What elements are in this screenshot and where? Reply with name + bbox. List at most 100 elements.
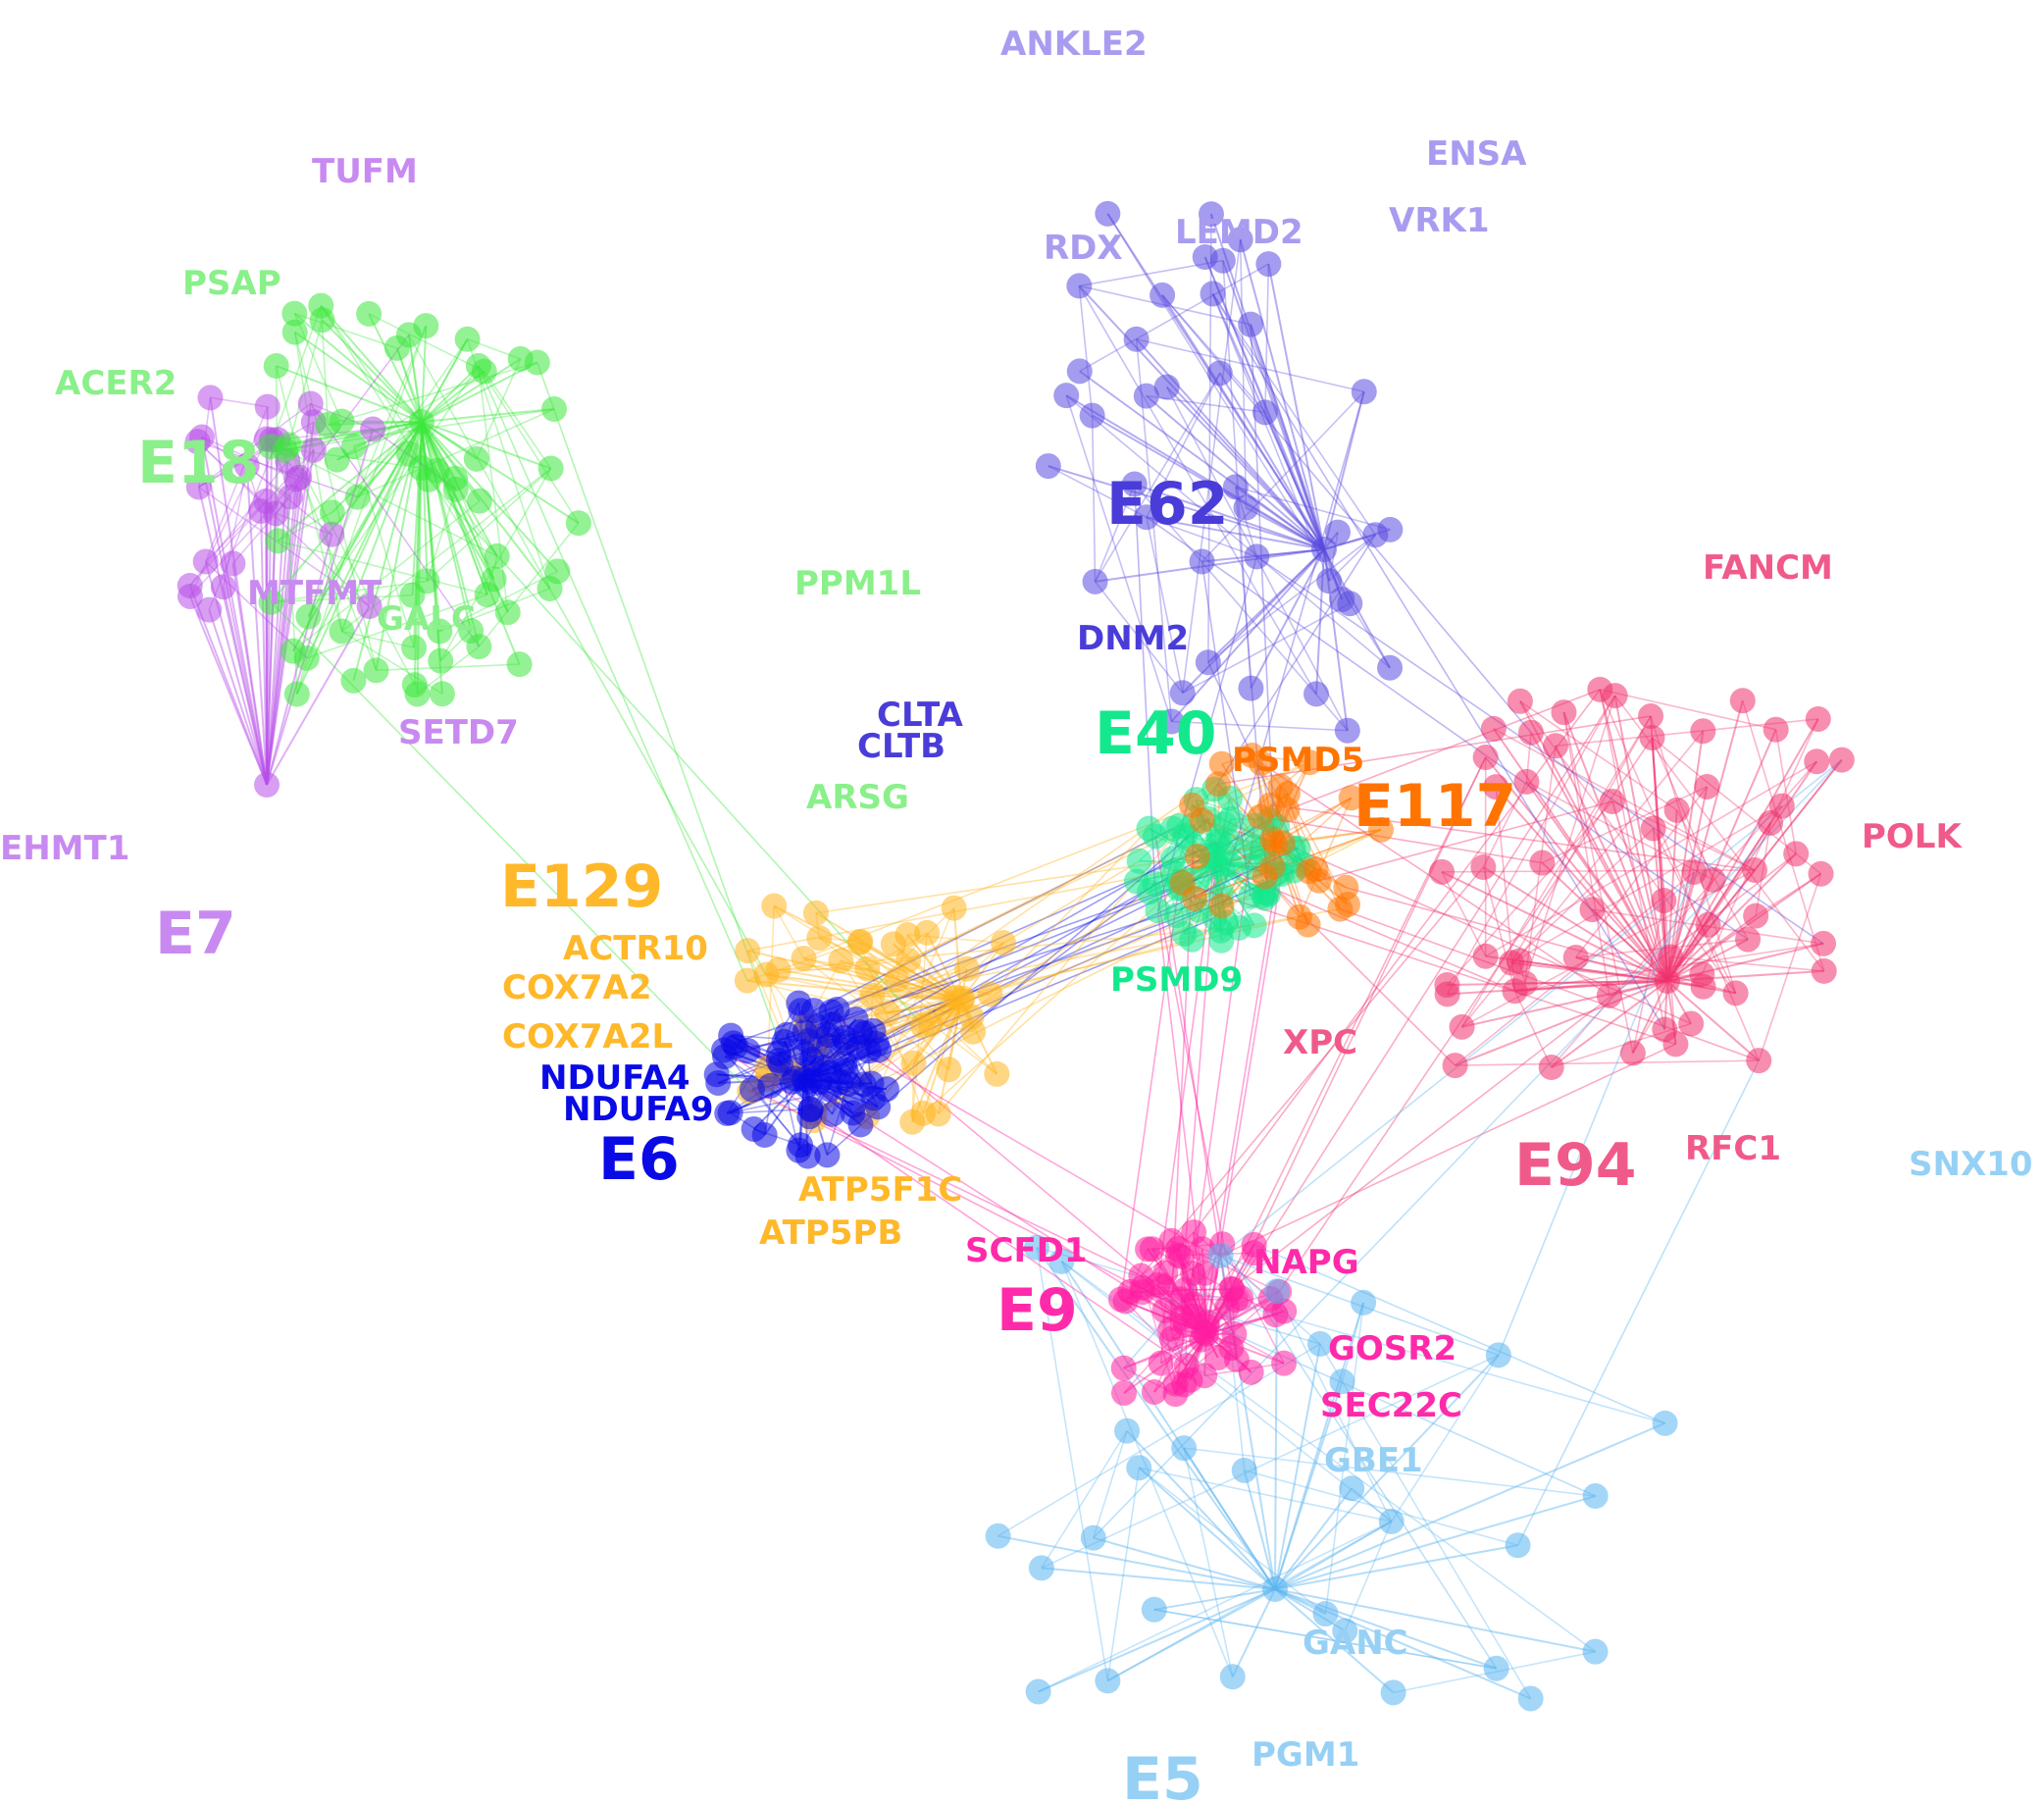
network-node	[1025, 1678, 1051, 1705]
network-edge	[1742, 700, 1825, 972]
network-node	[192, 548, 219, 575]
network-edge	[222, 586, 268, 786]
network-node	[1252, 863, 1278, 890]
network-node	[1507, 688, 1533, 714]
network-node	[1434, 981, 1460, 1007]
network-node	[1303, 681, 1330, 707]
network-node	[1164, 1242, 1191, 1268]
network-node	[802, 900, 829, 926]
network-edge	[1201, 390, 1365, 563]
network-node	[1114, 1418, 1141, 1444]
network-node	[1028, 1555, 1054, 1581]
network-edge	[1391, 1354, 1500, 1522]
network-node	[1231, 1457, 1257, 1483]
network-edge	[997, 1534, 1276, 1590]
network-edge	[1518, 959, 1668, 982]
network-node	[1129, 1279, 1155, 1306]
network-edge	[196, 440, 268, 786]
network-node	[1658, 944, 1684, 970]
network-node	[494, 599, 521, 626]
network-node	[1207, 1242, 1234, 1268]
network-node	[1218, 805, 1245, 832]
network-edge	[1666, 914, 1757, 982]
network-edge	[1092, 414, 1325, 550]
network-edge	[1650, 715, 1737, 994]
network-node	[900, 1050, 927, 1076]
network-node	[340, 434, 367, 460]
network-node	[1480, 715, 1507, 742]
network-node	[210, 574, 236, 600]
network-node	[735, 938, 761, 964]
network-edge	[809, 1115, 1142, 1277]
network-edge	[320, 304, 423, 423]
gene-label-pgm1: PGM1	[1252, 1735, 1359, 1775]
gene-label-snx10: SNX10	[1909, 1145, 2032, 1184]
network-node	[941, 895, 967, 921]
network-edge	[1184, 1447, 1596, 1497]
network-edge	[1460, 730, 1704, 1028]
gene-label-ehmt1: EHMT1	[0, 829, 129, 868]
network-node	[1378, 1508, 1405, 1534]
network-node	[1652, 1410, 1678, 1436]
network-node	[1238, 311, 1264, 337]
network-edge	[1274, 1588, 1497, 1670]
network-node	[258, 589, 284, 615]
network-node	[1339, 1475, 1365, 1502]
cluster-label-e5: E5	[1122, 1745, 1203, 1805]
gene-label-setd7: SETD7	[398, 713, 519, 752]
network-node	[1582, 1638, 1609, 1665]
network-edge	[421, 358, 522, 423]
network-edge	[906, 934, 957, 999]
cluster-label-e40: E40	[1095, 699, 1216, 768]
network-node	[1562, 945, 1589, 971]
network-edge	[1318, 800, 1613, 882]
network-node	[846, 929, 873, 955]
network-node	[471, 358, 497, 385]
network-node	[1783, 841, 1810, 867]
network-edge	[1524, 695, 1616, 984]
network-edge	[278, 540, 487, 595]
gene-label-ndufa4: NDUFA4	[539, 1058, 690, 1098]
network-edge	[1274, 1487, 1354, 1590]
network-edge	[817, 1025, 1203, 1250]
network-node	[329, 618, 355, 645]
network-edge	[1282, 842, 1692, 1025]
network-edge	[1211, 293, 1330, 582]
network-node	[788, 998, 814, 1024]
network-node	[1200, 281, 1226, 307]
network-edge	[484, 371, 552, 469]
network-node	[360, 416, 386, 442]
network-edge	[1161, 294, 1325, 550]
network-edge	[1274, 1343, 1321, 1590]
gene-label-arsg: ARSG	[806, 778, 909, 817]
network-node	[537, 575, 563, 601]
gene-label-ankle2: ANKLE2	[1000, 25, 1148, 64]
network-node	[819, 1101, 845, 1127]
network-node	[281, 319, 308, 345]
network-edge	[1447, 980, 1668, 996]
network-edge	[1078, 285, 1094, 416]
network-node	[286, 464, 313, 490]
network-edge	[1575, 956, 1704, 988]
network-node	[1811, 930, 1837, 956]
network-node	[1136, 815, 1162, 842]
network-edge	[1324, 1302, 1364, 1615]
network-edge	[1253, 1244, 1665, 1424]
network-edge	[1138, 1467, 1327, 1615]
network-edge	[1341, 1380, 1532, 1699]
network-edge	[922, 882, 1184, 1114]
network-node	[1694, 773, 1720, 799]
network-edge	[1575, 956, 1668, 982]
network-edge	[428, 479, 924, 1027]
network-node	[977, 981, 1003, 1007]
network-edge	[1274, 1380, 1344, 1590]
network-node	[1517, 1685, 1544, 1712]
network-node	[794, 1143, 821, 1169]
network-node	[1209, 247, 1236, 274]
network-edge	[1755, 873, 1821, 917]
network-node	[1066, 358, 1093, 385]
network-node	[1169, 869, 1196, 896]
network-node	[1214, 1295, 1241, 1321]
gene-label-polk: POLK	[1862, 817, 1963, 856]
network-edge	[1218, 372, 1325, 550]
